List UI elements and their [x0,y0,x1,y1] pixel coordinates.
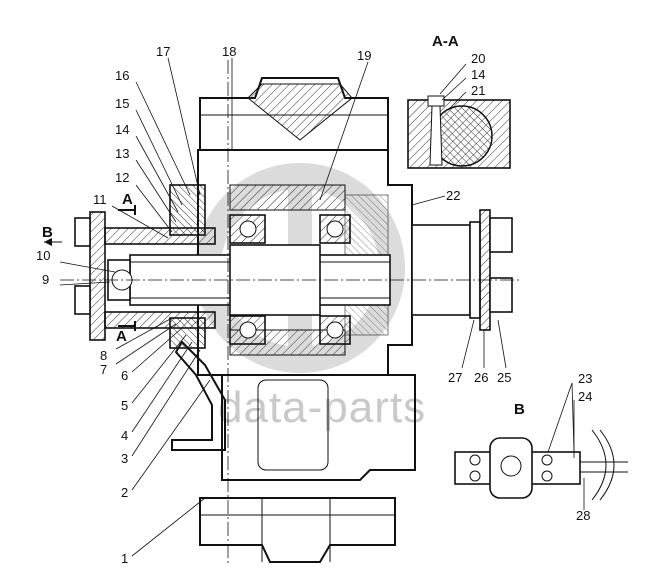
cut-a-bottom-label: A [116,328,127,345]
cut-arrows [44,205,136,331]
left-cover [74,184,216,349]
callout-5: 5 [121,398,128,413]
callout-21: 21 [471,83,485,98]
callout-25: 25 [497,370,511,385]
callout-9: 9 [42,272,49,287]
callout-13: 13 [115,146,129,161]
section-aa-title: A-A [432,33,459,50]
callout-16: 16 [115,68,129,83]
callout-20: 20 [471,51,485,66]
callout-14-section: 14 [471,67,485,82]
view-b-title: B [514,401,525,418]
bearing-top [229,214,351,244]
view-b-inset [454,429,628,501]
callout-12: 12 [115,170,129,185]
callout-24: 24 [578,389,592,404]
arrow-b-label: B [42,224,53,241]
callout-1: 1 [121,551,128,566]
callout-4: 4 [121,428,128,443]
cut-a-top-label: A [122,191,133,208]
callout-17: 17 [156,44,170,59]
bearing-bottom [229,315,351,345]
watermark-text: data-parts [218,383,426,432]
section-aa-inset [407,95,511,169]
callout-22: 22 [446,188,460,203]
track-shoe-bottom [199,497,396,563]
callout-27: 27 [448,370,462,385]
callout-14: 14 [115,122,129,137]
callout-23: 23 [578,371,592,386]
callout-28: 28 [576,508,590,523]
callout-8: 8 [100,348,107,363]
callout-3: 3 [121,451,128,466]
callout-11: 11 [93,192,107,207]
callout-7: 7 [100,362,107,377]
right-cover [411,209,513,331]
callout-6: 6 [121,368,128,383]
callout-15: 15 [115,96,129,111]
callout-26: 26 [474,370,488,385]
callout-2: 2 [121,485,128,500]
leader-lines [59,57,585,557]
callout-18: 18 [222,44,236,59]
callout-19: 19 [357,48,371,63]
callout-10: 10 [36,248,50,263]
